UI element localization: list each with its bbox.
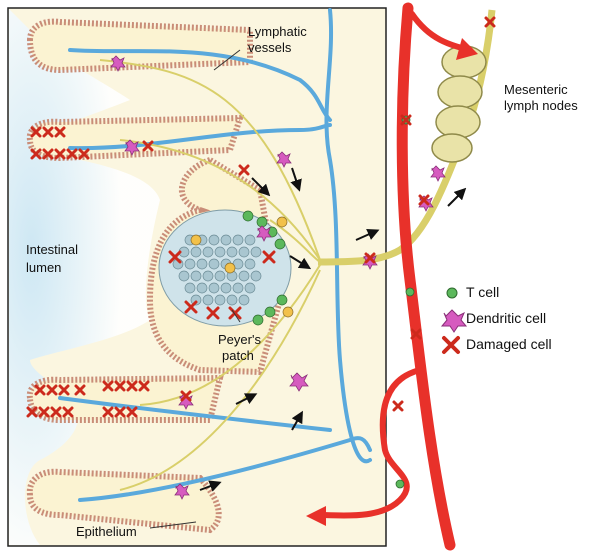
label-epithelium: Epithelium <box>76 524 137 539</box>
lymphatic-vessels <box>58 8 372 502</box>
label-mesenteric-line1: Mesenteric <box>504 82 568 97</box>
lymph-drainage <box>99 59 321 491</box>
legend-damaged-cell-label: Damaged cell <box>466 336 552 352</box>
blood-flow-arrowhead-top <box>456 38 478 60</box>
label-intestinal-lumen-line2: lumen <box>26 260 61 275</box>
label-mesenteric-line2: lymph nodes <box>504 98 578 113</box>
legend-t-cell-label: T cell <box>466 284 500 300</box>
legend-dendritic-cell-icon <box>440 309 468 333</box>
legend-damaged-cell-icon <box>442 336 460 354</box>
damaged-cell-marks <box>26 16 496 418</box>
dendritic-cells <box>110 55 446 500</box>
flow-arrows <box>199 167 467 492</box>
leader-lines <box>149 49 241 529</box>
label-peyers-patch-line1: Peyer's <box>218 332 261 347</box>
label-lymphatic-vessels-line2: vessels <box>248 40 292 55</box>
villus-top <box>26 18 253 74</box>
legend-dendritic-cell-label: Dendritic cell <box>466 310 547 326</box>
label-intestinal-lumen-line1: Intestinal <box>26 242 78 257</box>
label-lymphatic-vessels-line1: Lymphatic <box>248 24 307 39</box>
blood-flow-arrowhead-bottom <box>306 506 326 526</box>
follicle-other-cells <box>190 216 294 318</box>
legend-t-cell-icon <box>446 287 458 299</box>
label-peyers-patch-line2: patch <box>222 348 254 363</box>
